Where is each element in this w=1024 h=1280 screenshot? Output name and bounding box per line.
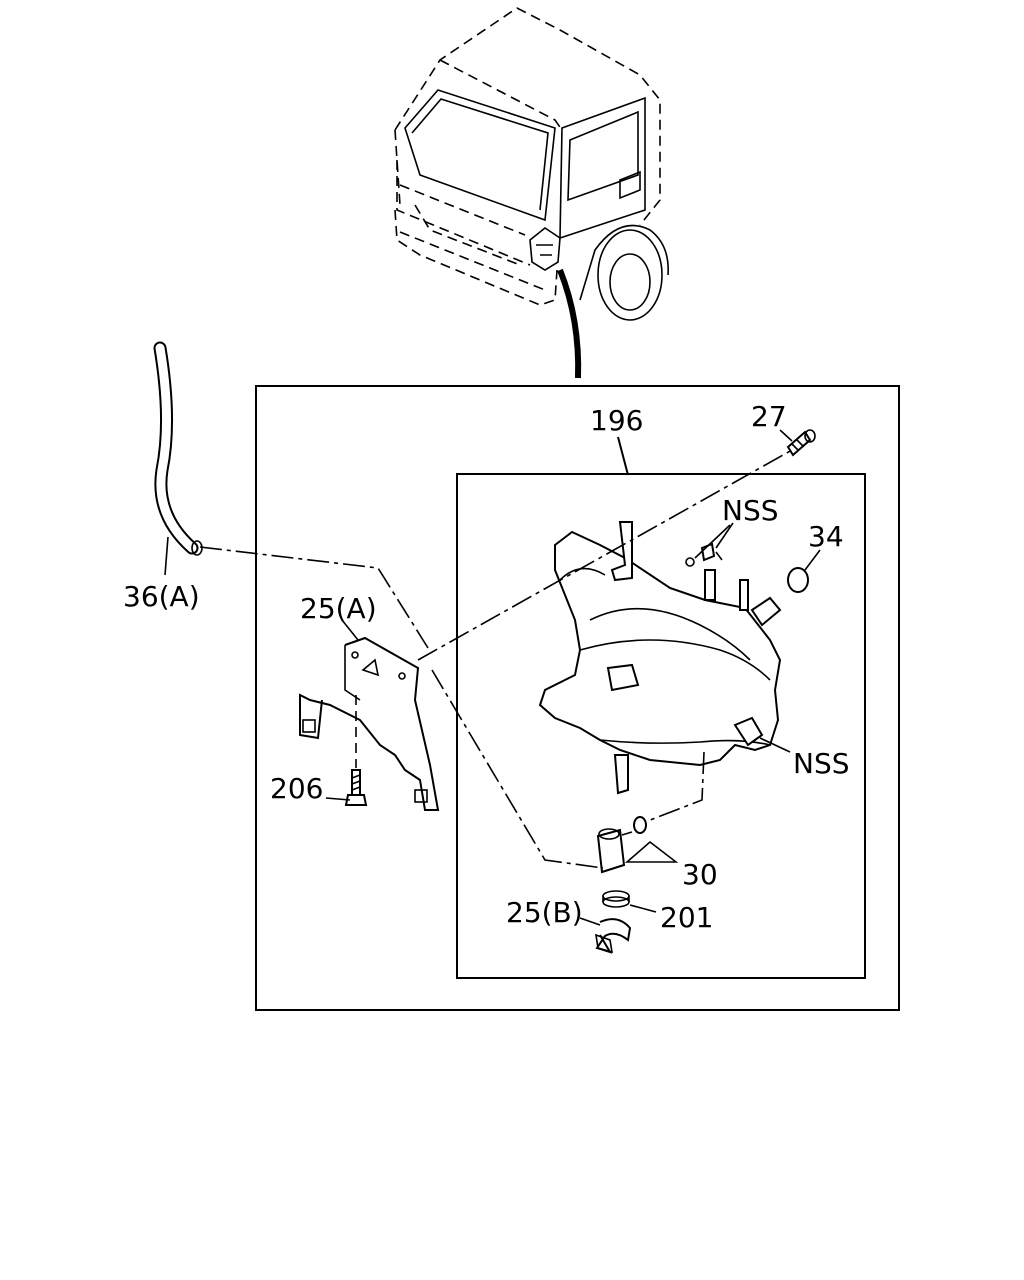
- callout-nss-right: NSS: [793, 747, 850, 780]
- outer-detail-frame: [255, 385, 900, 1011]
- washer-tank-196: [538, 521, 782, 795]
- bolt-27: [786, 429, 816, 457]
- callout-36a: 36(A): [123, 580, 200, 613]
- cap-34: [787, 567, 809, 593]
- truck-cab-illustration: [394, 7, 669, 379]
- callout-34: 34: [808, 520, 844, 553]
- pump-30: [596, 816, 647, 874]
- connection-lines: [199, 449, 793, 869]
- tank-location-indicator: [529, 227, 561, 271]
- callout-201: 201: [660, 901, 713, 934]
- callout-27: 27: [751, 400, 787, 433]
- clamp-25b: [595, 918, 632, 954]
- callout-30: 30: [682, 858, 718, 891]
- callout-nss-top: NSS: [722, 494, 779, 527]
- detail-leader-arrow: [557, 268, 582, 379]
- hose-36a: [153, 341, 203, 556]
- bracket-25a: [299, 636, 440, 811]
- callout-196: 196: [590, 404, 643, 437]
- callout-25b: 25(B): [506, 896, 583, 929]
- callout-206: 206: [270, 772, 323, 805]
- callout-25a: 25(A): [300, 592, 377, 625]
- ring-201: [602, 890, 630, 908]
- inner-assembly-frame: [456, 473, 866, 979]
- bolt-206: [344, 695, 368, 806]
- leader-lines: [164, 429, 821, 926]
